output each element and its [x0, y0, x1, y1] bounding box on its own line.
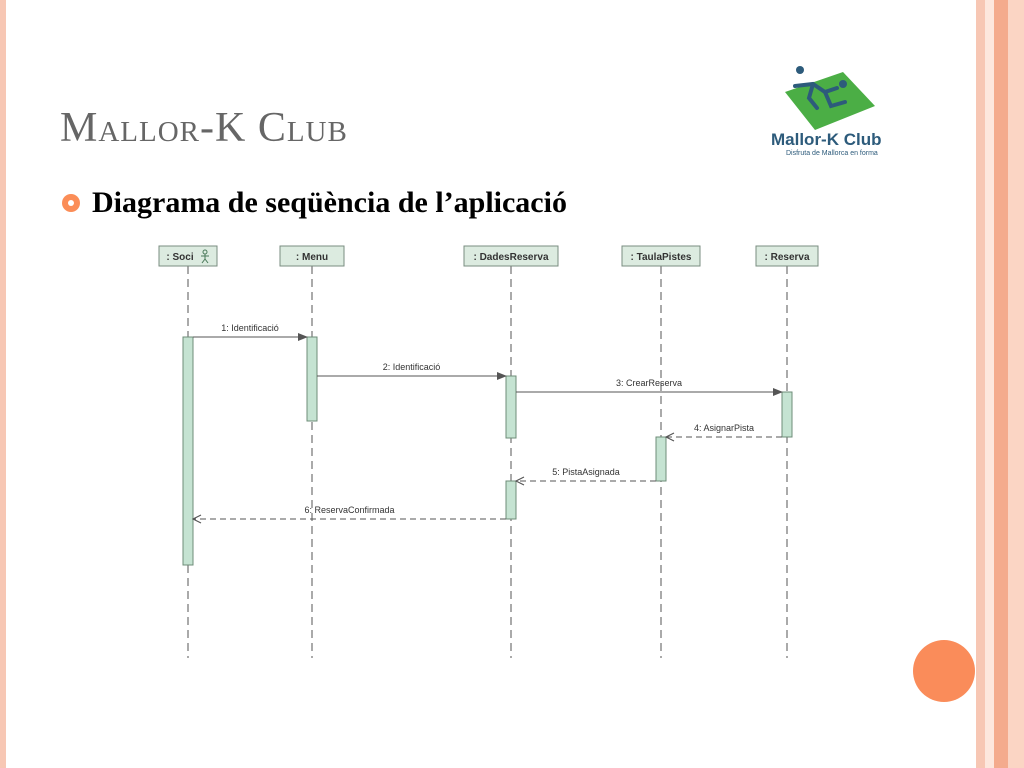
slide-title: Mallor-K Club [60, 105, 348, 151]
activation-bar-0 [182, 336, 194, 566]
message-label-4: 4: AsignarPista [694, 423, 754, 433]
actor-icon [201, 249, 209, 264]
bullet-item: Diagrama de seqüència de l’aplicació [62, 186, 567, 220]
message-label-2: 2: Identificació [383, 362, 441, 372]
lifeline-label-0: : Soci [166, 252, 193, 263]
lifeline-header-4 [755, 245, 819, 267]
activation-bar-3 [781, 391, 793, 438]
lifeline-label-4: : Reserva [764, 252, 809, 263]
lifeline-header-2 [463, 245, 559, 267]
lifeline-label-2: : DadesReserva [473, 252, 548, 263]
logo-name: Mallor-K Club [771, 130, 882, 149]
left-border-decoration [0, 0, 6, 768]
logo-tagline: Disfruta de Mallorca en forma [786, 150, 878, 157]
lifeline-label-1: : Menu [296, 252, 328, 263]
bullet-text: Diagrama de seqüència de l’aplicació [92, 186, 567, 219]
lifeline-label-3: : TaulaPistes [631, 252, 692, 263]
activation-bar-5 [505, 480, 517, 520]
club-logo [785, 66, 875, 130]
bullet-icon [62, 194, 80, 212]
activation-bar-4 [655, 436, 667, 482]
decorative-circle [913, 640, 975, 702]
message-label-1: 1: Identificació [221, 323, 279, 333]
lifeline-header-3 [621, 245, 701, 267]
message-label-6: 6: ReservaConfirmada [304, 505, 394, 515]
message-label-5: 5: PistaAsignada [552, 467, 620, 477]
lifeline-header-0 [158, 245, 218, 267]
message-label-3: 3: CrearReserva [616, 378, 682, 388]
sequence-diagram: : Soci : Menu : DadesReserva : TaulaPistes… [158, 245, 819, 658]
lifeline-header-1 [279, 245, 345, 267]
right-border-decoration [976, 0, 1024, 768]
activation-bar-1 [306, 336, 318, 422]
activation-bar-2 [505, 375, 517, 439]
